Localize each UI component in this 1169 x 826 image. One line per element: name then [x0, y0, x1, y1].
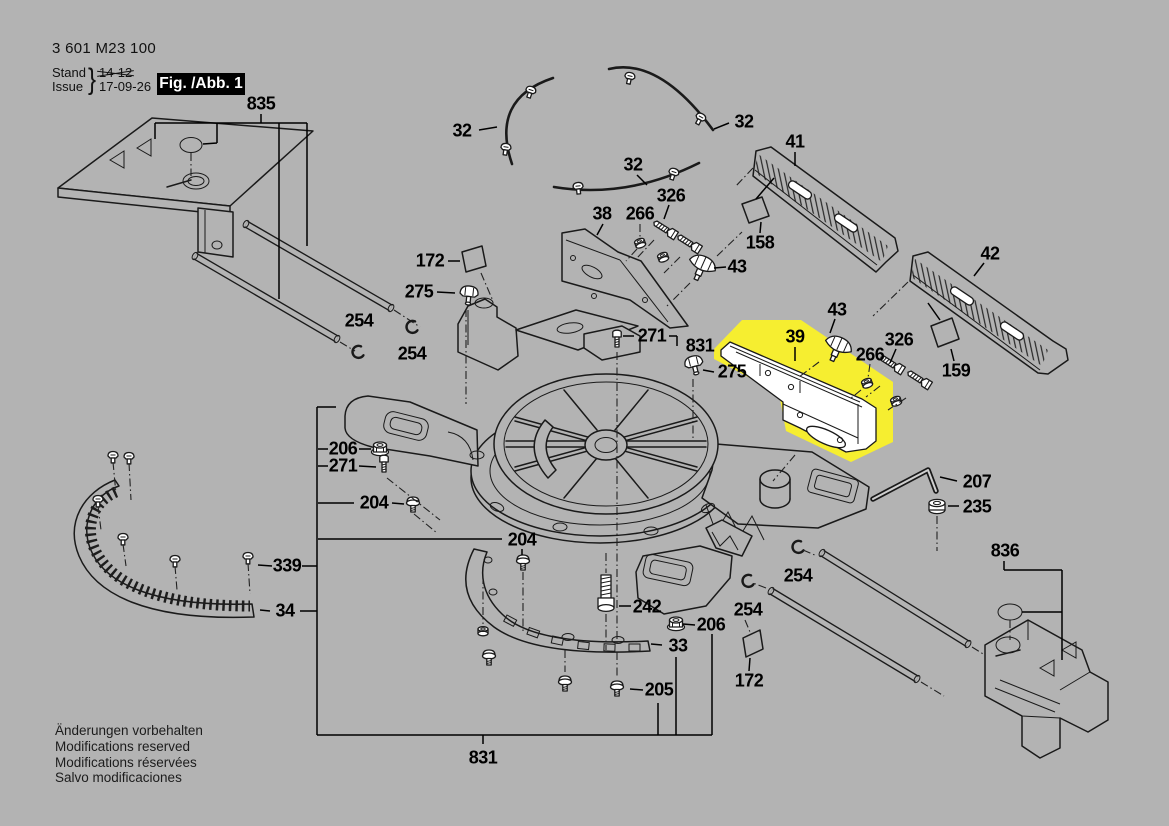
modification-notes: Änderungen vorbehalten Modifications res… [55, 723, 203, 786]
callout-172[interactable]: 172 [734, 670, 764, 691]
note-fr: Modifications réservées [55, 754, 197, 770]
knob-275-left [458, 284, 480, 404]
callout-38[interactable]: 38 [592, 203, 612, 224]
stand-value-struck: 14-12 [99, 65, 133, 80]
callout-43[interactable]: 43 [727, 256, 747, 277]
callout-204[interactable]: 204 [359, 492, 389, 513]
part-33-insert [465, 548, 651, 653]
allen-key-207 [870, 467, 939, 502]
callout-254[interactable]: 254 [397, 343, 427, 364]
figure-badge: Fig. /Abb. 1 [157, 73, 245, 95]
callout-42[interactable]: 42 [980, 243, 1000, 264]
brace-glyph: } [87, 63, 97, 96]
part-34-scale [73, 479, 255, 619]
hardware-left-bracket [370, 441, 441, 534]
note-en: Modifications reserved [55, 738, 191, 754]
callout-266[interactable]: 266 [855, 344, 885, 365]
part-158-plate [741, 177, 775, 224]
callout-254[interactable]: 254 [344, 310, 374, 331]
hardware-bottom-center [477, 553, 686, 697]
callout-32[interactable]: 32 [623, 154, 643, 175]
stand-label: Stand [52, 65, 86, 80]
screws-339-group [92, 450, 254, 595]
part-835-extension [57, 117, 314, 258]
callout-836[interactable]: 836 [990, 540, 1020, 561]
extension-rods-right [739, 538, 997, 697]
callout-275[interactable]: 275 [404, 281, 434, 302]
callout-207[interactable]: 207 [962, 471, 992, 492]
part-39-fence-bracket [720, 341, 877, 453]
callout-43[interactable]: 43 [827, 299, 847, 320]
part-172-plate-left [461, 245, 494, 302]
callout-204[interactable]: 204 [507, 529, 537, 550]
callout-835[interactable]: 835 [246, 93, 276, 114]
document-header: 3 601 M23 100 Stand Issue } 14-12 17-09-… [52, 40, 156, 96]
callout-271[interactable]: 271 [328, 455, 358, 476]
note-es: Salvo modificaciones [55, 770, 182, 786]
callout-205[interactable]: 205 [644, 679, 674, 700]
callout-32[interactable]: 32 [734, 111, 754, 132]
callout-339[interactable]: 339 [272, 555, 302, 576]
fasteners-39-group [772, 331, 934, 482]
part-159-plate [927, 302, 960, 362]
part-38-bracket [561, 228, 689, 329]
screw-271-top [612, 329, 622, 645]
callout-254[interactable]: 254 [783, 565, 813, 586]
part-836-extension [984, 603, 1109, 759]
extension-rods-left [191, 219, 421, 352]
callout-271[interactable]: 271 [637, 325, 667, 346]
callout-242[interactable]: 242 [632, 596, 662, 617]
part-42-fence [872, 251, 1069, 375]
callout-831[interactable]: 831 [685, 335, 715, 356]
callout-254[interactable]: 254 [733, 599, 763, 620]
callout-39[interactable]: 39 [785, 326, 805, 347]
callout-266[interactable]: 266 [625, 203, 655, 224]
callout-206[interactable]: 206 [328, 438, 358, 459]
part-172-plate-right [742, 619, 764, 672]
callout-172[interactable]: 172 [415, 250, 445, 271]
note-de: Änderungen vorbehalten [55, 723, 203, 738]
document-part-number: 3 601 M23 100 [52, 40, 156, 57]
callout-326[interactable]: 326 [656, 185, 686, 206]
callout-33[interactable]: 33 [668, 635, 688, 656]
callout-158[interactable]: 158 [745, 232, 775, 253]
callout-206[interactable]: 206 [696, 614, 726, 635]
leader-lines [154, 114, 1063, 744]
callout-41[interactable]: 41 [785, 131, 805, 152]
fasteners-38-group [625, 217, 720, 307]
callout-275[interactable]: 275 [717, 361, 747, 382]
part-32-arcs [499, 66, 715, 196]
callout-235[interactable]: 235 [962, 496, 992, 517]
part-831-base [344, 297, 870, 615]
callout-159[interactable]: 159 [941, 360, 971, 381]
callout-32[interactable]: 32 [452, 120, 472, 141]
part-41-fence [716, 146, 899, 273]
issue-label: Issue [52, 79, 84, 94]
callout-34[interactable]: 34 [275, 600, 295, 621]
callout-326[interactable]: 326 [884, 329, 914, 350]
nut-235 [928, 498, 946, 551]
issue-date: 17-09-26 [99, 79, 152, 94]
knob-275-right [682, 353, 707, 441]
callout-831[interactable]: 831 [468, 747, 498, 768]
